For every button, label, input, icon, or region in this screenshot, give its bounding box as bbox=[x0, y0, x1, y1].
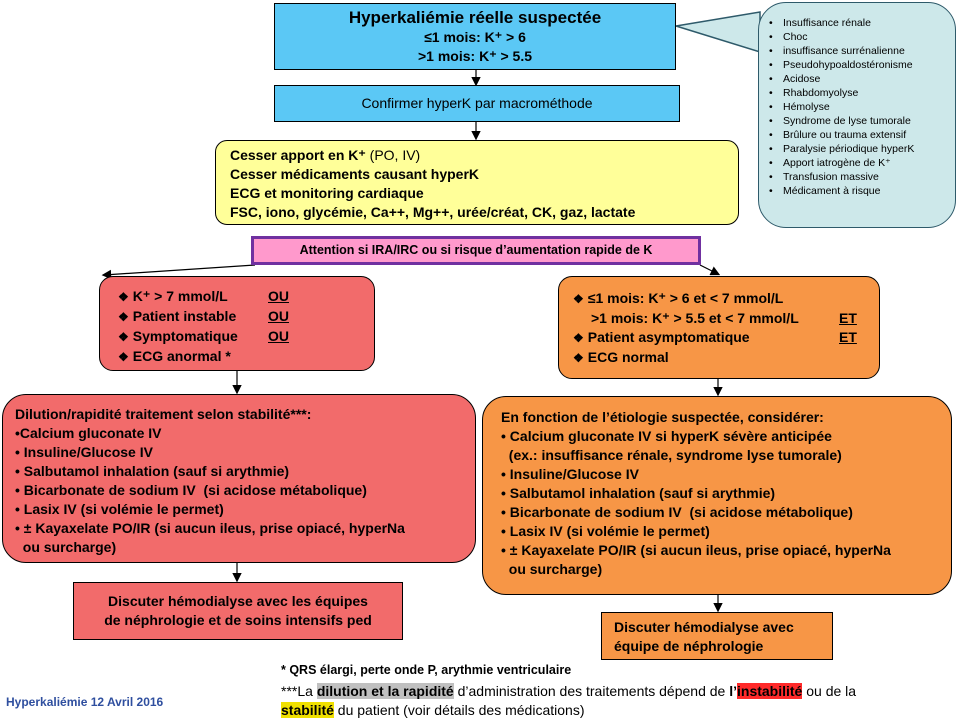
bullet-icon: • bbox=[769, 87, 773, 99]
slide-date-label: Hyperkaliémie 12 Avril 2016 bbox=[6, 695, 164, 709]
stable-criteria-ecg: ❖ECG normal bbox=[573, 348, 879, 368]
suspected-hyperkalemia-box: Hyperkaliémie réelle suspectée ≤1 mois: … bbox=[274, 3, 676, 70]
cause-item: •Médicament à risque bbox=[765, 184, 955, 198]
suspected-hyperkalemia-title: Hyperkaliémie réelle suspectée bbox=[348, 8, 602, 27]
cause-item: •Syndrome de lyse tumorale bbox=[765, 114, 955, 128]
cause-item: •Rhabdomyolyse bbox=[765, 86, 955, 100]
bullet-icon: • bbox=[769, 31, 773, 43]
arrow-yellow-to-left bbox=[101, 264, 256, 280]
stable-dialysis-line2: équipe de néphrologie bbox=[614, 638, 764, 654]
stable-treatment-box: En fonction de l’étiologie suspectée, co… bbox=[482, 396, 952, 595]
callout-pointer bbox=[675, 11, 761, 54]
cause-item: •Brûlure ou trauma extensif bbox=[765, 128, 955, 142]
arrow-yellow-to-right bbox=[699, 264, 721, 276]
ecg-monitoring: ECG et monitoring cardiaque bbox=[230, 185, 424, 201]
stop-medications: Cesser médicaments causant hyperK bbox=[230, 166, 479, 182]
treatment-item: ou surcharge) bbox=[501, 561, 603, 577]
attention-box: Attention si IRA/IRC ou si risque d’aume… bbox=[251, 236, 701, 265]
stable-treatment-heading: En fonction de l’étiologie suspectée, co… bbox=[501, 409, 824, 425]
cause-item: •Apport iatrogène de K⁺ bbox=[765, 156, 955, 170]
footnote-stability: ***La dilution et la rapidité d’administ… bbox=[281, 683, 857, 718]
cause-item: •Pseudohypoaldostéronisme bbox=[765, 58, 955, 72]
treatment-item: •Calcium gluconate IV bbox=[15, 425, 162, 441]
unstable-dialysis-box: Discuter hémodialyse avec les équipes de… bbox=[73, 582, 403, 640]
treatment-item: • Lasix IV (si volémie le permet) bbox=[15, 501, 224, 517]
stable-criteria-box: ❖≤1 mois: K⁺ > 6 et < 7 mmol/L >1 mois: … bbox=[558, 276, 880, 379]
bullet-icon: • bbox=[769, 59, 773, 71]
unstable-treatment-heading: Dilution/rapidité traitement selon stabi… bbox=[15, 406, 312, 422]
treatment-item: (ex.: insuffisance rénale, syndrome lyse… bbox=[501, 447, 842, 463]
bullet-icon: • bbox=[769, 157, 773, 169]
cause-item: •Choc bbox=[765, 30, 955, 44]
unstable-treatment-box: Dilution/rapidité traitement selon stabi… bbox=[2, 394, 476, 563]
treatment-item: • Salbutamol inhalation (sauf si arythmi… bbox=[15, 463, 290, 479]
stop-potassium-routes: (PO, IV) bbox=[365, 147, 421, 163]
lab-tests: FSC, iono, glycémie, Ca++, Mg++, urée/cr… bbox=[230, 204, 636, 220]
cause-item: •Paralysie périodique hyperK bbox=[765, 142, 955, 156]
stability-highlight: stabilité bbox=[281, 702, 334, 718]
cause-item: •insuffisance surrénalienne bbox=[765, 44, 955, 58]
confirm-text: Confirmer hyperK par macrométhode bbox=[361, 95, 593, 111]
bullet-icon: • bbox=[769, 143, 773, 155]
threshold-older: >1 mois: K⁺ > 5.5 bbox=[418, 48, 532, 64]
bullet-icon: • bbox=[769, 45, 773, 57]
cause-item: •Transfusion massive bbox=[765, 170, 955, 184]
diamond-bullet-icon: ❖ bbox=[118, 330, 129, 344]
diamond-bullet-icon: ❖ bbox=[573, 331, 584, 345]
unstable-treatment-list: •Calcium gluconate IV • Insuline/Glucose … bbox=[15, 424, 475, 557]
cause-item: •Insuffisance rénale bbox=[765, 16, 955, 30]
diamond-bullet-icon: ❖ bbox=[118, 310, 129, 324]
causes-list: •Insuffisance rénale•Choc•insuffisance s… bbox=[765, 16, 955, 198]
bullet-icon: • bbox=[769, 185, 773, 197]
confirm-box: Confirmer hyperK par macrométhode bbox=[274, 85, 680, 122]
unstable-dialysis-line1: Discuter hémodialyse avec les équipes bbox=[108, 593, 368, 609]
treatment-item: ou surcharge) bbox=[15, 539, 117, 555]
instability-highlight: instabilité bbox=[737, 683, 803, 699]
threshold-neonate: ≤1 mois: K⁺ > 6 bbox=[424, 29, 526, 45]
bullet-icon: • bbox=[769, 17, 773, 29]
treatment-item: • Calcium gluconate IV si hyperK sévère … bbox=[501, 428, 832, 444]
treatment-item: • Bicarbonate de sodium IV (si acidose m… bbox=[15, 482, 367, 498]
bullet-icon: • bbox=[769, 73, 773, 85]
treatment-item: • Insuline/Glucose IV bbox=[15, 444, 153, 460]
treatment-item: • ± Kayaxelate PO/IR (si aucun ileus, pr… bbox=[15, 520, 405, 536]
diamond-bullet-icon: ❖ bbox=[573, 292, 584, 306]
bullet-icon: • bbox=[769, 101, 773, 113]
stable-treatment-list: • Calcium gluconate IV si hyperK sévère … bbox=[501, 427, 951, 579]
treatment-item: • ± Kayaxelate PO/IR (si aucun ileus, pr… bbox=[501, 542, 891, 558]
unstable-criterion: ❖ECG anormal * bbox=[118, 347, 374, 367]
diamond-bullet-icon: ❖ bbox=[118, 290, 129, 304]
stable-dialysis-line1: Discuter hémodialyse avec bbox=[614, 619, 794, 635]
cause-item: •Hémolyse bbox=[765, 100, 955, 114]
treatment-item: • Bicarbonate de sodium IV (si acidose m… bbox=[501, 504, 853, 520]
stop-potassium-intake: Cesser apport en K⁺ bbox=[230, 147, 366, 163]
bullet-icon: • bbox=[769, 129, 773, 141]
bullet-icon: • bbox=[769, 171, 773, 183]
stable-criteria-neonate: ❖≤1 mois: K⁺ > 6 et < 7 mmol/L bbox=[573, 289, 879, 309]
attention-text: Attention si IRA/IRC ou si risque d’aume… bbox=[299, 243, 653, 257]
stable-dialysis-box: Discuter hémodialyse avec équipe de néph… bbox=[601, 612, 833, 660]
treatment-item: • Salbutamol inhalation (sauf si arythmi… bbox=[501, 485, 776, 501]
initial-actions-box: Cesser apport en K⁺ (PO, IV) Cesser médi… bbox=[215, 140, 739, 225]
footnote-ecg: * QRS élargi, perte onde P, arythmie ven… bbox=[281, 663, 572, 677]
treatment-item: • Lasix IV (si volémie le permet) bbox=[501, 523, 710, 539]
bullet-icon: • bbox=[769, 115, 773, 127]
diamond-bullet-icon: ❖ bbox=[573, 351, 584, 365]
causes-callout: •Insuffisance rénale•Choc•insuffisance s… bbox=[758, 2, 956, 228]
diamond-bullet-icon: ❖ bbox=[118, 350, 129, 364]
treatment-item: • Insuline/Glucose IV bbox=[501, 466, 639, 482]
unstable-dialysis-line2: de néphrologie et de soins intensifs ped bbox=[104, 612, 372, 628]
cause-item: •Acidose bbox=[765, 72, 955, 86]
